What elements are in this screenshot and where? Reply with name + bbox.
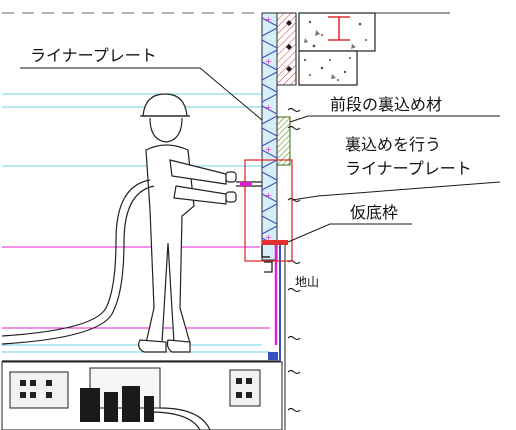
nozzle-tip bbox=[240, 182, 252, 186]
leader-lines bbox=[20, 67, 501, 243]
bottom-machinery bbox=[1, 352, 283, 430]
backfill-target-label-line1: 裏込めを行う bbox=[345, 135, 441, 154]
steel-h-beam bbox=[328, 16, 350, 41]
previous-backfill-block bbox=[276, 116, 291, 166]
upper-backfill-hatch bbox=[276, 12, 297, 86]
svg-text:+: + bbox=[265, 191, 272, 200]
grout-hose bbox=[1, 179, 262, 345]
liner-plate-wall: + + + + + + bbox=[261, 12, 292, 261]
worker-figure bbox=[138, 93, 237, 353]
temporary-frame-label: 仮底枠 bbox=[350, 203, 398, 222]
ground-label: 地山 bbox=[295, 275, 319, 289]
liner-plate-label: ライナープレート bbox=[30, 46, 157, 65]
temporary-bottom-frame bbox=[261, 240, 288, 273]
cyan-guide-lines bbox=[2, 93, 270, 353]
target-plate-highlight-box bbox=[244, 159, 293, 262]
magenta-guide-lines bbox=[2, 246, 270, 329]
concrete-slab bbox=[298, 12, 376, 86]
svg-text:+: + bbox=[265, 103, 272, 112]
backfill-target-label-line2: ライナープレート bbox=[345, 159, 472, 178]
svg-text:+: + bbox=[265, 15, 272, 24]
previous-backfill-label: 前段の裏込め材 bbox=[330, 95, 442, 114]
svg-text:+: + bbox=[265, 57, 272, 66]
svg-text:+: + bbox=[265, 145, 272, 154]
svg-text:+: + bbox=[265, 233, 272, 242]
